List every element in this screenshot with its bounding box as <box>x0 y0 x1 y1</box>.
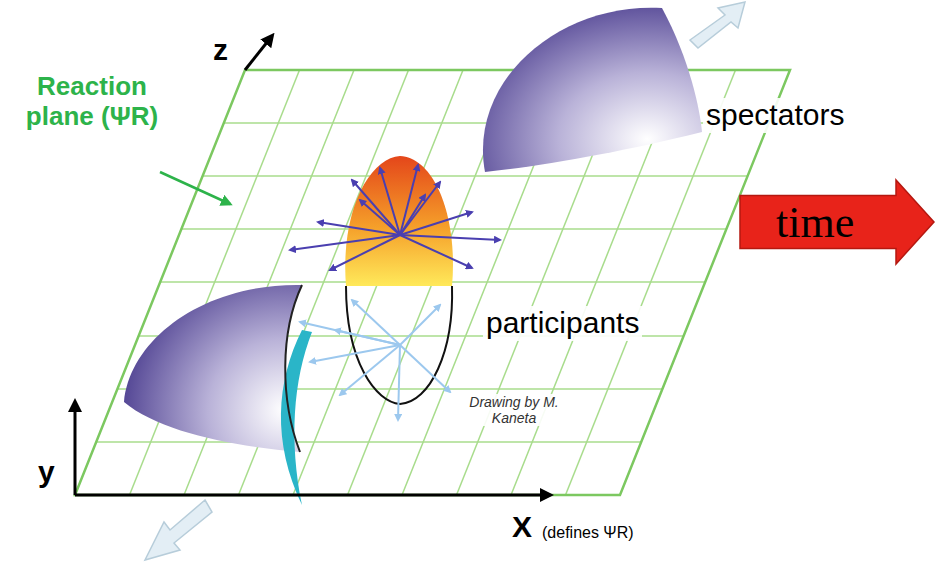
axis-label: y <box>38 455 55 490</box>
axis-label: X <box>512 510 532 545</box>
time-arrow: time <box>738 178 936 266</box>
plane-label: Reaction plane (ΨR) <box>12 72 172 132</box>
part-label: participants <box>483 306 642 341</box>
axis-label: z <box>213 33 228 68</box>
part-label: spectators <box>703 98 847 133</box>
credit-note: Drawing by M. Kaneta <box>462 394 566 426</box>
axis-note: (defines ΨR) <box>542 524 634 542</box>
arrow-text: time <box>776 197 936 248</box>
